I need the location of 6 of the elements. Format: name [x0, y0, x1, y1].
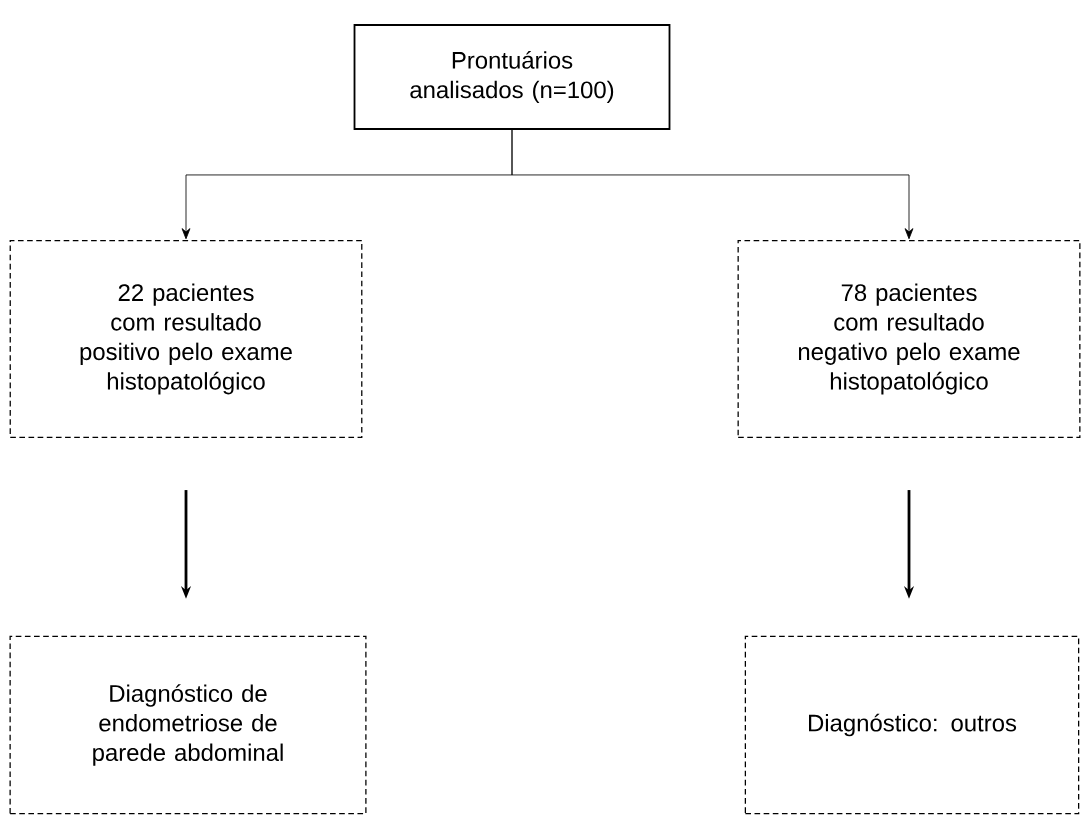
process-box: Prontuários analisados (n=100) — [353, 24, 671, 130]
process-box: 78 pacientes com resultado negativo pelo exame histopatológico — [737, 239, 1081, 439]
arrow — [511, 129, 914, 240]
process-box: Diagnóstico: outros — [744, 635, 1080, 815]
process-box: 22 pacientes com resultado positivo pelo exame histopatológico — [9, 239, 363, 439]
process-box: Diagnóstico de endometriose de parede abdominal — [9, 635, 367, 815]
